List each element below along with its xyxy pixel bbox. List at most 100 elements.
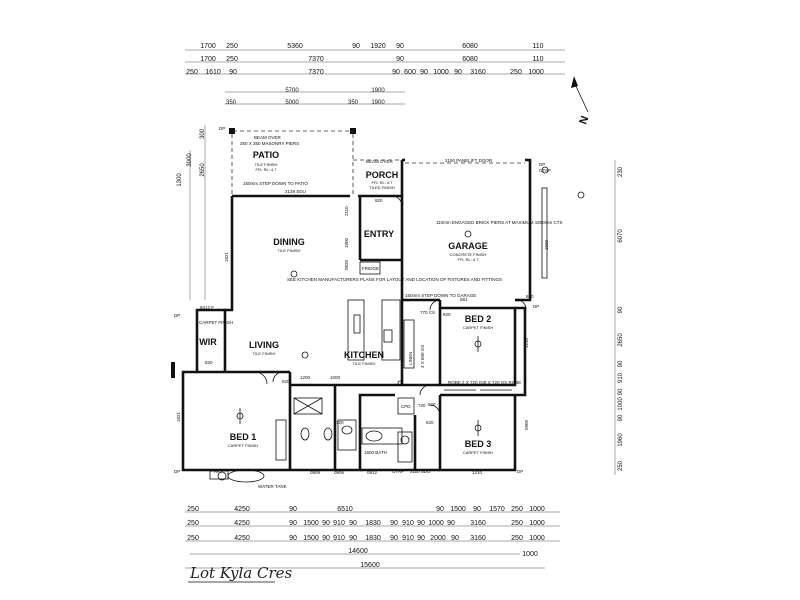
dim-top-5: 350 [348,100,359,106]
notes: BEAM OVER BEAM OVER 350 X 350 MASONRY PI… [174,126,563,489]
dim-bottom-3: 1830 [365,535,381,542]
dim-bottom-1: 6510 [337,506,353,513]
label-door: 820 [205,360,213,365]
dim-bottom-3: 90 [417,535,425,542]
dim-top-3: 1610 [205,69,221,76]
patio-level: FFL RL: 4.7 [256,167,278,172]
dim-right: 90 [618,388,624,395]
dim-total-2: 15600 [360,562,380,569]
label-window: 1218 [524,337,529,348]
label-window: 8412 F [200,305,214,310]
dim-right: 1960 [618,433,624,447]
label-slider: 2110 [344,206,349,216]
dim-top-3: 90 [229,69,237,76]
label-ac: A/C [214,469,222,474]
dim-bottom-2: 250 [511,520,523,527]
dim-bottom-1: 90 [289,506,297,513]
label-otap-garage: OTAP [539,168,551,173]
north-label: N [577,114,591,126]
label-wir-carpet: CARPET FINISH [199,320,233,325]
dim-bottom-2: 90 [349,520,357,527]
dim-left: 300 [200,128,206,139]
dim-bottom-3: 90 [390,535,398,542]
dim-left: 1300 [177,173,183,187]
dim-bottom-1: 1570 [489,506,505,513]
bed3-finish: CARPET FINISH [463,450,493,455]
note-patio-door: 2138 SDU [285,189,306,194]
label-window: 1200 [300,375,311,380]
dim-top-2: 250 [226,56,238,63]
dim-top-1: 1920 [370,43,386,50]
dim-bottom-3: 910 [402,535,414,542]
dim-bottom-1: 90 [436,506,444,513]
dim-bottom-1: 90 [473,506,481,513]
dim-bottom-3: 1500 [303,535,319,542]
label-door: 720 [418,403,426,408]
label-linen-shelves: 3 X 600 GS [420,345,425,368]
note-panelift: 2150 PANELIFT DOOR [445,158,493,163]
label-robe3: 2 X 720 GS ROBE [484,380,521,385]
room-patio: PATIO [253,150,279,160]
note-beam-over: BEAM OVER [254,135,282,140]
label-dp: DP [517,469,523,474]
label-door: 820 [426,420,434,425]
label-otap: OTAP [392,469,404,474]
dim-right: 250 [618,460,624,471]
dim-top-1: 250 [226,43,238,50]
dim-bottom-3: 4250 [234,535,250,542]
bed1-finish: CARPET FINISH [228,443,258,448]
dim-bottom-2: 90 [390,520,398,527]
dim-extra: 1000 [522,551,538,558]
dim-top-2: 1700 [200,56,216,63]
label-robe2: ROBE 2 X 720 GS [448,380,485,385]
kitchen-finish: TILE FINISH [353,361,376,366]
label-door: 770 CS [420,310,435,315]
dim-top-1: 1700 [200,43,216,50]
label-dp: DP [533,304,539,309]
dim-bottom-2: 90 [447,520,455,527]
dim-top-5: 5000 [285,100,299,106]
note-engaged-piers: 110mm ENGAGED BRICK PIERS AT MAXIMUM 180… [436,220,563,225]
dim-bottom-2: 910 [333,520,345,527]
label-bath: 1600 BATH [364,450,387,455]
label-door: 820 [375,198,383,203]
living-finish: TILE FINISH [253,351,276,356]
dim-total-1: 14600 [348,548,368,555]
label-cpd: CPD [401,404,411,409]
dim-top-1: 5360 [287,43,303,50]
label-door: 820 [428,402,436,407]
dim-bottom-1: 1500 [450,506,466,513]
room-dining: DINING [273,237,305,247]
dim-bottom-3: 250 [511,535,523,542]
label-door: 720 [336,420,344,425]
label-slider: 1800 [344,237,349,248]
dim-bottom-3: 90 [451,535,459,542]
garage-level: FFL RL: 4.7 [458,257,480,262]
walls [181,128,532,472]
garage-finish: CONCRETE FINISH [450,252,487,257]
label-window: 1821 [224,251,229,262]
dim-bottom-3: 90 [349,535,357,542]
patio-finish: TILE FINISH [255,162,278,167]
dim-right: 6070 [618,229,624,243]
dim-bottom-3: 90 [289,535,297,542]
label-dp: DP [174,313,180,318]
dim-bottom-2: 90 [417,520,425,527]
left-dimensions: 300 3000 2650 1300 [177,125,206,300]
dim-top-3: 1000 [528,69,544,76]
room-porch: PORCH [366,170,399,180]
note-step-garage: 150mm STEP DOWN TO GARAGE [405,293,476,298]
note-kitchen: SEE KITCHEN MANUFACTURERS PLANS FOR LAYO… [287,277,502,282]
dim-bottom-1: 4250 [234,506,250,513]
label-door: 581 [460,297,468,302]
dim-top-1: 90 [352,43,360,50]
fixtures [171,166,585,483]
room-labels: PATIO TILE FINISH FFL RL: 4.7 PORCH FFL … [199,150,493,455]
dim-bottom-2: 250 [187,520,199,527]
dim-bottom-3: 2000 [430,535,446,542]
porch-finish: TILED FINISH [369,185,395,190]
dim-bottom-3: 250 [187,535,199,542]
room-living: LIVING [249,340,279,350]
dim-top-5: 1900 [371,100,385,106]
room-bed3: BED 3 [465,439,492,449]
